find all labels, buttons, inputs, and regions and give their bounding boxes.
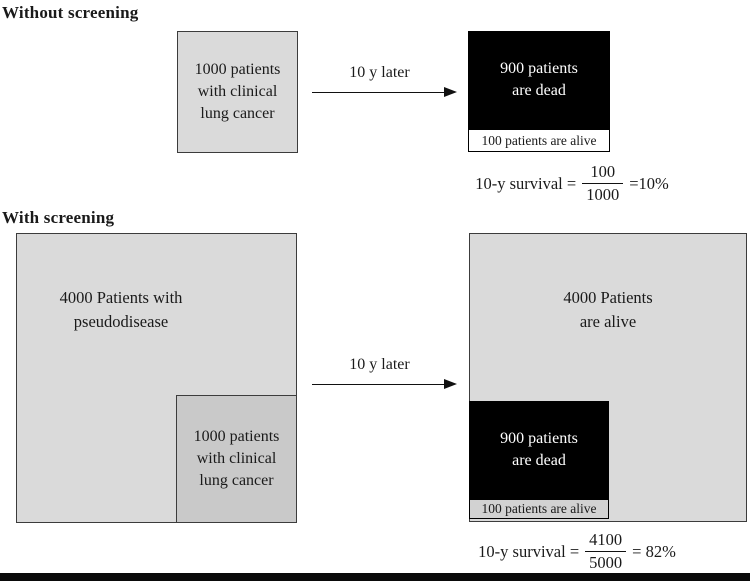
arrow-line-without [312, 92, 446, 93]
formula-result: =10% [629, 173, 669, 193]
fraction-numerator: 100 [590, 162, 616, 181]
pseudodisease-line: 4000 Patients with [59, 288, 183, 307]
alive-text: 4000 Patients are alive [470, 286, 746, 334]
alive-strip-without: 100 patients are alive [468, 129, 610, 152]
dead-box-line: are dead [512, 82, 566, 99]
alive-box-with: 4000 Patients are alive 900 patients are… [469, 233, 747, 522]
outcome-box-without: 900 patients are dead 100 patients are a… [468, 31, 610, 152]
arrow-line-with [312, 384, 446, 385]
alive-strip-with: 100 patients are alive [469, 499, 609, 519]
survival-formula-with: 10-y survival = 4100 5000 = 82% [452, 528, 702, 575]
dead-box-line: 900 patients [500, 430, 578, 447]
outcome-box-with: 900 patients are dead 100 patients are a… [469, 401, 609, 519]
clinical-box-line: 1000 patients [194, 61, 281, 78]
bottom-rule [0, 573, 750, 581]
dead-box-line: 900 patients [500, 60, 578, 77]
dead-box-with: 900 patients are dead [469, 401, 609, 499]
pseudodisease-box: 4000 Patients with pseudodisease 1000 pa… [16, 233, 297, 523]
pseudodisease-text: 4000 Patients with pseudodisease [17, 286, 225, 334]
alive-box-line: 4000 Patients [563, 288, 653, 307]
section-heading-without-screening: Without screening [2, 3, 139, 22]
formula-result: = 82% [632, 541, 676, 561]
section-heading-with-screening: With screening [2, 208, 115, 227]
survival-formula-without: 10-y survival = 100 1000 =10% [452, 160, 692, 207]
alive-box-line: are alive [579, 312, 637, 331]
fraction-denominator: 1000 [582, 183, 624, 205]
clinical-box-line: with clinical [197, 83, 278, 100]
clinical-box-line: 1000 patients [193, 428, 280, 445]
clinical-box-line: lung cancer [199, 472, 274, 489]
clinical-box-line: lung cancer [200, 105, 275, 122]
formula-prefix: 10-y survival = [475, 173, 577, 193]
pseudodisease-line: pseudodisease [73, 312, 169, 331]
formula-prefix: 10-y survival = [478, 541, 580, 561]
arrow-label-with: 10 y later [349, 356, 410, 373]
formula-fraction: 4100 5000 [585, 530, 627, 573]
clinical-box-line: with clinical [196, 450, 277, 467]
dead-box-line: are dead [512, 452, 566, 469]
fraction-numerator: 4100 [589, 530, 623, 549]
dead-box-without: 900 patients are dead [468, 31, 610, 129]
fraction-denominator: 5000 [585, 551, 627, 573]
arrow-head-icon [444, 87, 457, 97]
arrow-label-without: 10 y later [349, 64, 410, 81]
arrow-head-icon [444, 379, 457, 389]
formula-fraction: 100 1000 [582, 162, 624, 205]
clinical-cancer-box-with: 1000 patients with clinical lung cancer [176, 395, 297, 523]
clinical-cancer-box-without: 1000 patients with clinical lung cancer [177, 31, 298, 153]
